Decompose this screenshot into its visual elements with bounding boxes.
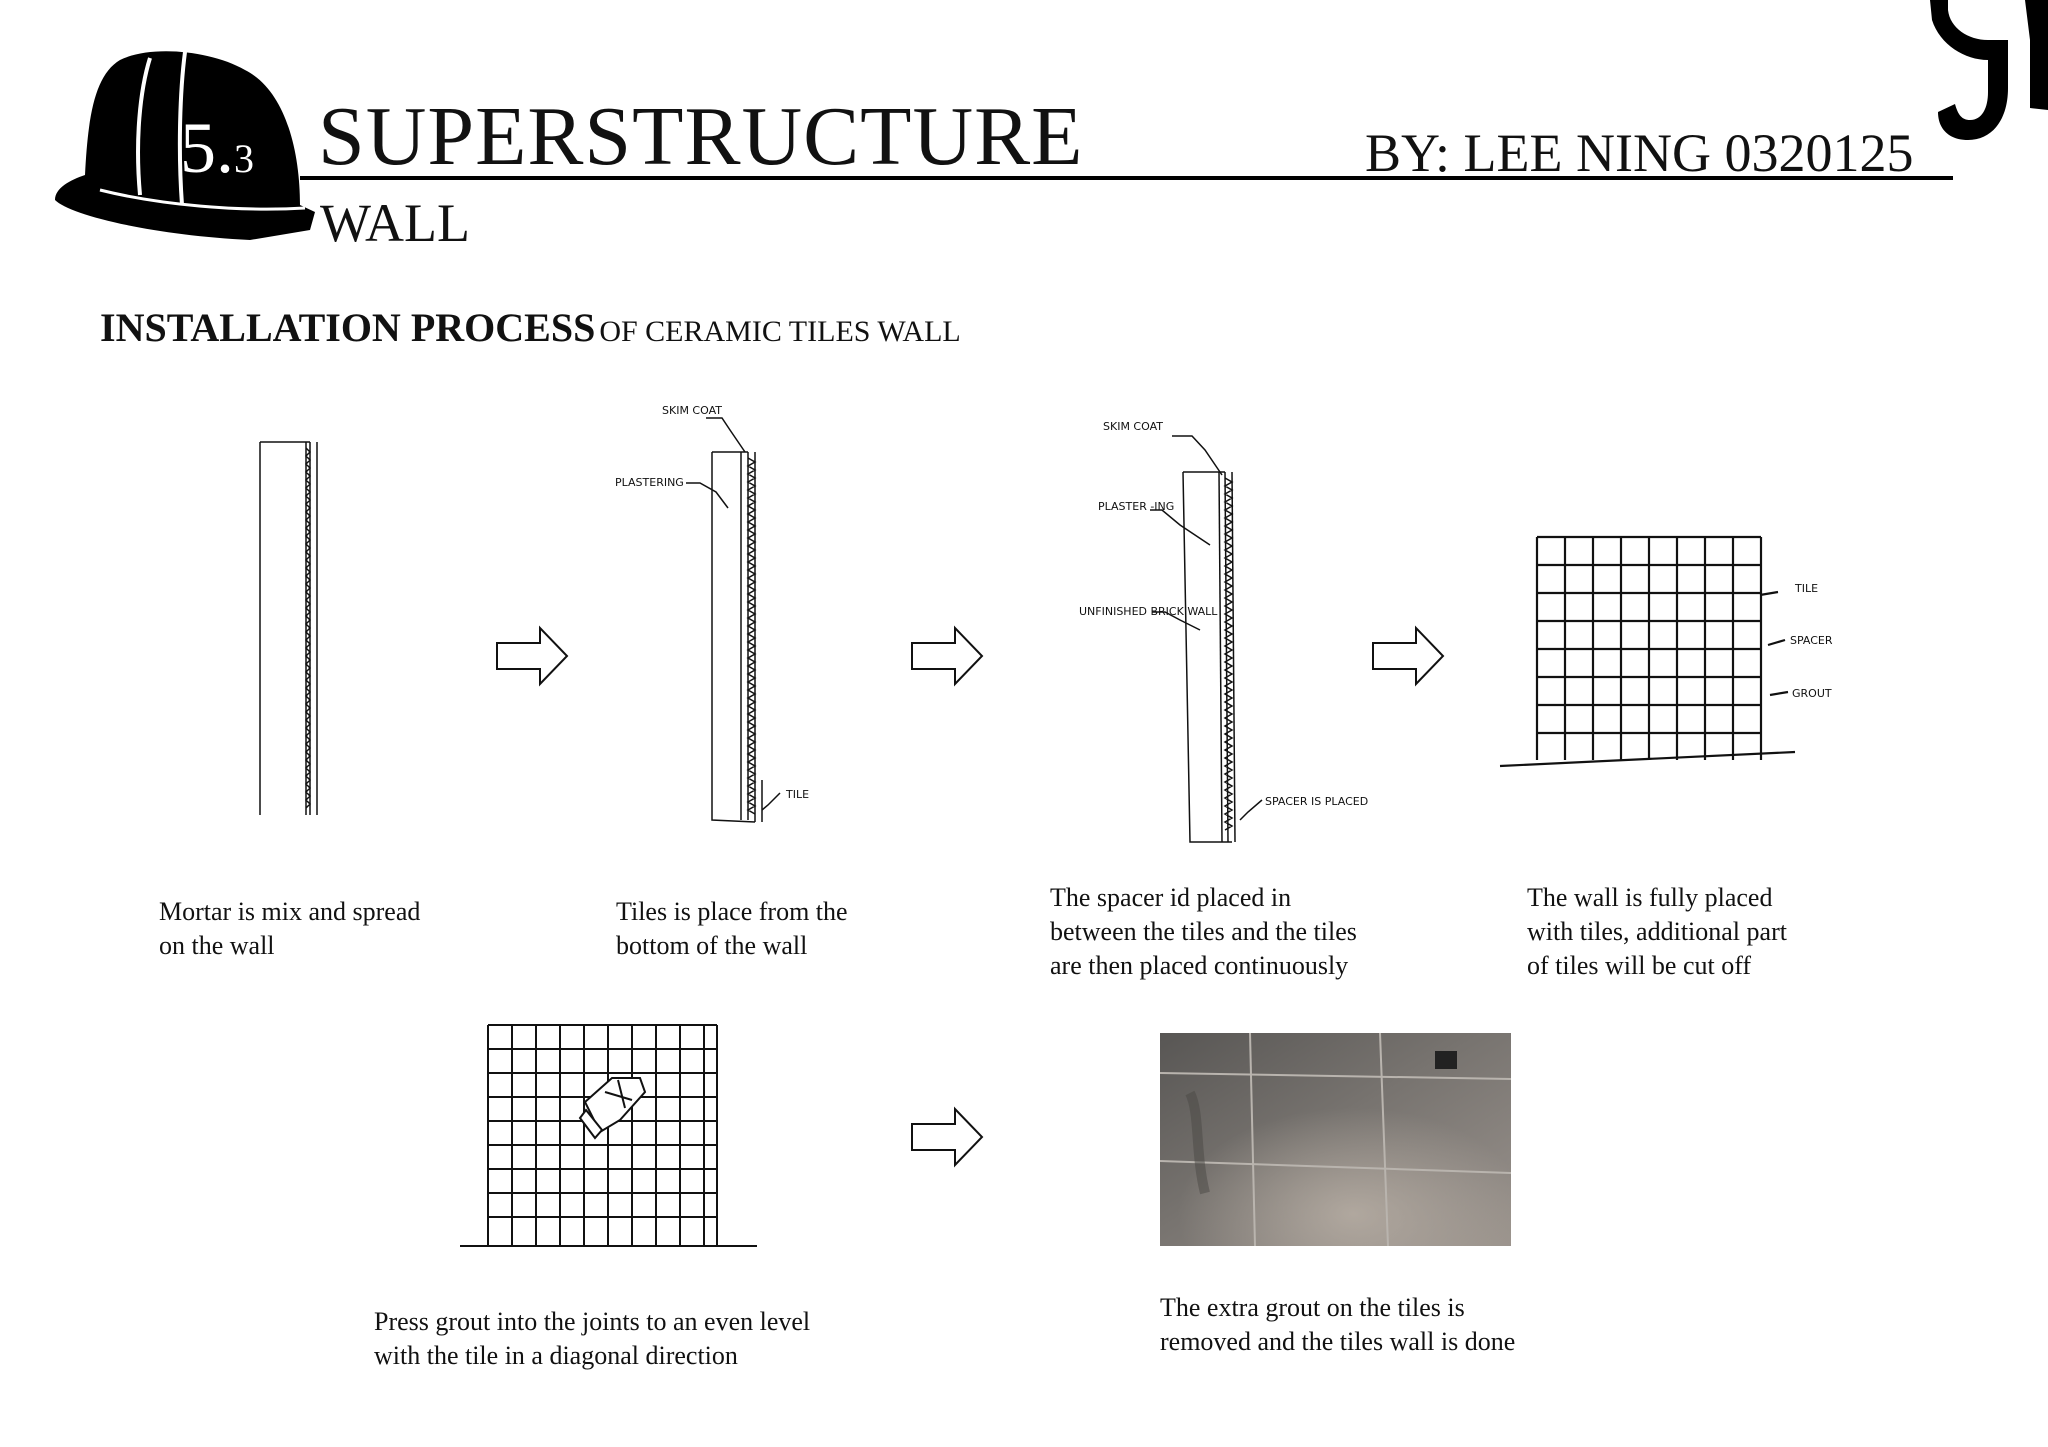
label-plastering: PLASTERING [615, 476, 684, 489]
step-caption-5: Press grout into the joints to an even l… [374, 1307, 811, 1370]
author-label: BY: LEE NING 0320125 [1365, 123, 1914, 183]
label-spacer: SPACER [1790, 634, 1833, 647]
tile-wall-photo-art [1160, 1033, 1511, 1246]
grout-float-icon [578, 1077, 647, 1140]
page-subtitle: WALL [320, 193, 470, 253]
page-title: SUPERSTRUCTURE [318, 90, 1084, 183]
step-caption-6: The extra grout on the tiles is removed … [1160, 1293, 1516, 1356]
heading-bold: INSTALLATION PROCESS [100, 305, 596, 350]
section-heading: INSTALLATION PROCESS OF CERAMIC TILES WA… [100, 308, 961, 348]
label-unfinished-brick-wall: UNFINISHED BRICK WALL [1079, 605, 1218, 618]
label-tile-2: TILE [1794, 582, 1818, 595]
label-skim-coat: SKIM COAT [662, 404, 722, 417]
step-caption-4: The wall is fully placed with tiles, add… [1527, 883, 1787, 980]
label-plaster-ing: PLASTER -ING [1098, 500, 1174, 513]
step-caption-1: Mortar is mix and spread on the wall [159, 897, 421, 960]
finished-tile-wall-photo [1160, 1033, 1511, 1246]
label-tile: TILE [785, 788, 809, 801]
step-caption-2: Tiles is place from the bottom of the wa… [616, 897, 848, 960]
heading-light: OF CERAMIC TILES WALL [599, 315, 961, 348]
label-spacer-is-placed: SPACER IS PLACED [1265, 795, 1368, 808]
section-number: 5.3 [180, 108, 254, 188]
label-grout: GROUT [1792, 687, 1832, 700]
step-caption-3: The spacer id placed in between the tile… [1050, 883, 1357, 980]
label-skim-coat-2: SKIM COAT [1103, 420, 1163, 433]
